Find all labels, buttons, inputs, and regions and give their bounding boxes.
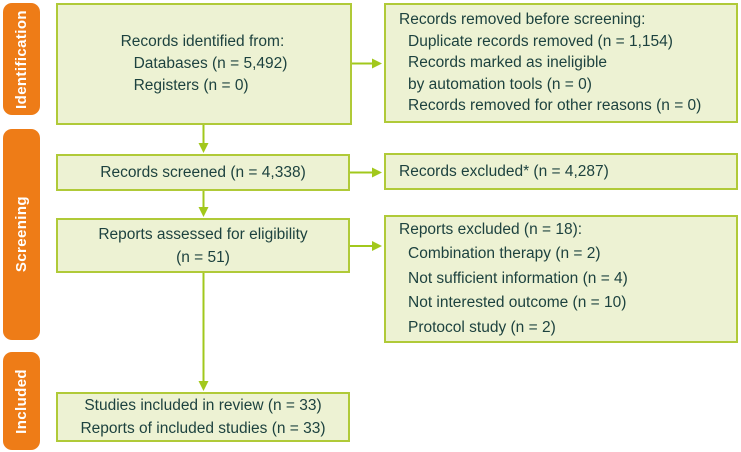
reports-assessed-line2: (n = 51) xyxy=(176,248,230,266)
box-reports-assessed: Reports assessed for eligibility (n = 51… xyxy=(56,218,350,273)
reports-excluded-outcome: Not interested outcome (n = 10) xyxy=(408,294,627,312)
box-records-excluded: Records excluded* (n = 4,287) xyxy=(384,153,738,190)
stage-bar-identification: Identification xyxy=(3,3,40,115)
reports-excluded-combination: Combination therapy (n = 2) xyxy=(408,245,601,263)
box-records-identified: Records identified from: Databases (n = … xyxy=(56,3,352,125)
records-removed-title: Records removed before screening: xyxy=(399,11,646,29)
records-removed-other: Records removed for other reasons (n = 0… xyxy=(408,97,702,115)
records-removed-duplicates: Duplicate records removed (n = 1,154) xyxy=(408,32,673,50)
stage-bar-included: Included xyxy=(3,352,40,450)
box-reports-excluded: Reports excluded (n = 18): Combination t… xyxy=(384,215,738,343)
stage-label-screening: Screening xyxy=(13,196,30,273)
studies-included-line1: Studies included in review (n = 33) xyxy=(84,397,322,414)
box-records-removed: Records removed before screening: Duplic… xyxy=(384,3,738,123)
stage-label-included: Included xyxy=(13,368,30,434)
stage-bar-screening: Screening xyxy=(3,129,40,340)
records-removed-automation: by automation tools (n = 0) xyxy=(408,75,592,93)
records-removed-ineligible: Records marked as ineligible xyxy=(408,54,608,72)
reports-excluded-title: Reports excluded (n = 18): xyxy=(399,220,583,238)
studies-included-line2: Reports of included studies (n = 33) xyxy=(80,420,326,437)
records-identified-databases: Databases (n = 5,492) xyxy=(133,55,288,72)
box-records-screened: Records screened (n = 4,338) xyxy=(56,154,350,191)
reports-assessed-line1: Reports assessed for eligibility xyxy=(98,225,308,243)
records-identified-title: Records identified from: xyxy=(120,33,285,50)
records-excluded-text: Records excluded* (n = 4,287) xyxy=(399,162,609,180)
box-studies-included: Studies included in review (n = 33) Repo… xyxy=(56,392,350,442)
records-screened-text: Records screened (n = 4,338) xyxy=(100,163,306,181)
stage-label-identification: Identification xyxy=(13,9,30,109)
reports-excluded-protocol: Protocol study (n = 2) xyxy=(408,318,556,336)
reports-excluded-insufficient: Not sufficient information (n = 4) xyxy=(408,269,628,287)
records-identified-registers: Registers (n = 0) xyxy=(133,77,249,94)
